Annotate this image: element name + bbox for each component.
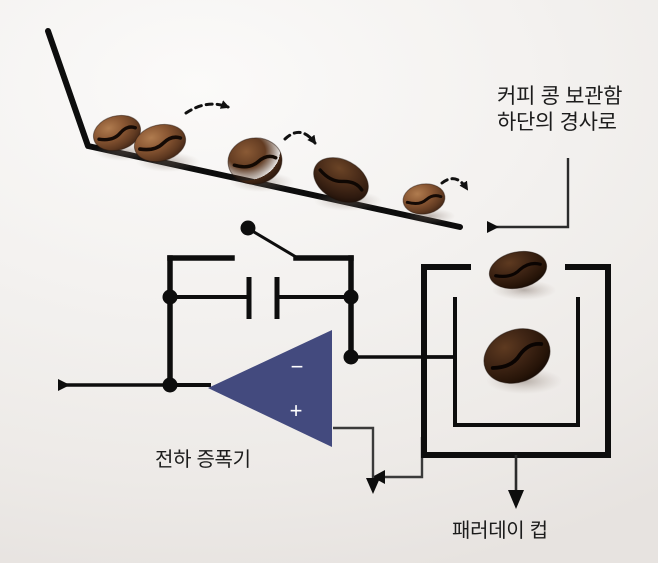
coffee-bean-bean-3 [227,137,283,185]
node-input-bottom [162,377,178,393]
label-charge-amplifier: 전하 증폭기 [155,449,251,471]
coffee-bean-bean-1 [92,114,142,152]
label-storage-ramp: 커피 콩 보관함 하단의 경사로 [497,85,623,135]
node-inverting-left [162,289,178,305]
node-output [343,349,359,365]
opamp-noninverting-symbol: + [290,398,303,423]
label-faraday-cup: 패러데이 컵 [452,520,548,542]
coffee-bean-bean-7 [483,328,551,384]
coffee-bean-bean-4 [313,157,369,203]
leader-storage-ramp [487,158,570,233]
opamp-triangle [208,330,332,447]
coffee-bean-bean-2 [133,123,187,163]
leader-faraday-cup [508,455,524,509]
motion-arrow-2 [283,131,317,145]
opamp-inverting-symbol: − [291,354,304,379]
feedback-switch[interactable] [240,220,298,259]
node-feedback-right [343,289,359,305]
motion-arrow-3 [440,177,469,191]
faraday-cup [421,264,611,509]
charge-amplifier-circuit: − + [58,220,457,494]
coffee-bean-bean-5 [402,183,446,215]
motion-arrow-1 [184,100,230,115]
leader-amp-output [333,426,424,494]
coffee-bean-bean-6 [488,250,548,290]
feedback-capacitor [246,277,280,319]
